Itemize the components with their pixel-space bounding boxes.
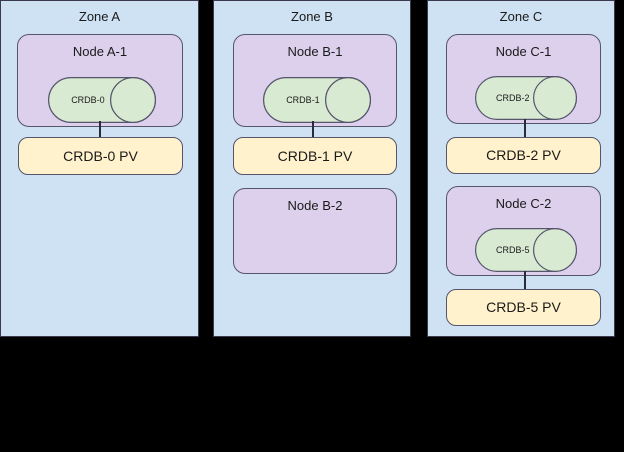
pod-crdb-1-cylinder: CRDB-1 (263, 77, 371, 123)
connector-node-a-1-to-crdb-0-pv (99, 121, 101, 139)
pod-crdb-2-cylinder: CRDB-2 (475, 76, 577, 120)
node-a-1-box: Node A-1 CRDB-0 (17, 34, 183, 127)
connector-node-c-1-to-crdb-2-pv (524, 119, 526, 137)
pv-crdb-2-box: CRDB-2 PV (446, 137, 601, 174)
pv-crdb-5-box: CRDB-5 PV (446, 289, 601, 326)
pod-crdb-5-cylinder: CRDB-5 (475, 228, 577, 272)
zone-a-title: Zone A (78, 9, 121, 24)
node-c-2-title: Node C-2 (495, 196, 552, 211)
node-c-1-title: Node C-1 (495, 44, 552, 59)
zone-b-title: Zone B (291, 9, 333, 24)
pv-crdb-1-label: CRDB-1 PV (277, 147, 353, 164)
pv-crdb-0-box: CRDB-0 PV (18, 137, 183, 175)
connector-node-c-2-to-crdb-5-pv (524, 271, 526, 289)
node-c-1-box: Node C-1 CRDB-2 (446, 34, 601, 124)
connector-node-b-1-to-crdb-1-pv (312, 121, 314, 139)
node-b-1-title: Node B-1 (287, 44, 343, 59)
node-b-2-title: Node B-2 (287, 198, 343, 213)
pod-crdb-0-cylinder: CRDB-0 (48, 77, 156, 123)
pv-crdb-0-label: CRDB-0 PV (63, 147, 138, 164)
zone-b-panel: Zone B Node B-1 CRDB-1 CRDB-1 PV Node B-… (213, 0, 411, 337)
node-b-2-box: Node B-2 (233, 188, 397, 274)
node-a-1-title: Node A-1 (72, 44, 128, 59)
node-b-1-box: Node B-1 CRDB-1 (233, 34, 397, 127)
pv-crdb-2-label: CRDB-2 PV (486, 147, 561, 163)
pv-crdb-5-label: CRDB-5 PV (486, 299, 561, 315)
node-c-2-box: Node C-2 CRDB-5 (446, 186, 601, 276)
zone-c-panel: Zone C Node C-1 CRDB-2 CRDB-2 PV Node C-… (427, 0, 615, 337)
zone-c-title: Zone C (499, 9, 543, 24)
pv-crdb-1-box: CRDB-1 PV (233, 137, 397, 175)
zone-a-panel: Zone A Node A-1 CRDB-0 CRDB-0 PV (0, 0, 199, 337)
